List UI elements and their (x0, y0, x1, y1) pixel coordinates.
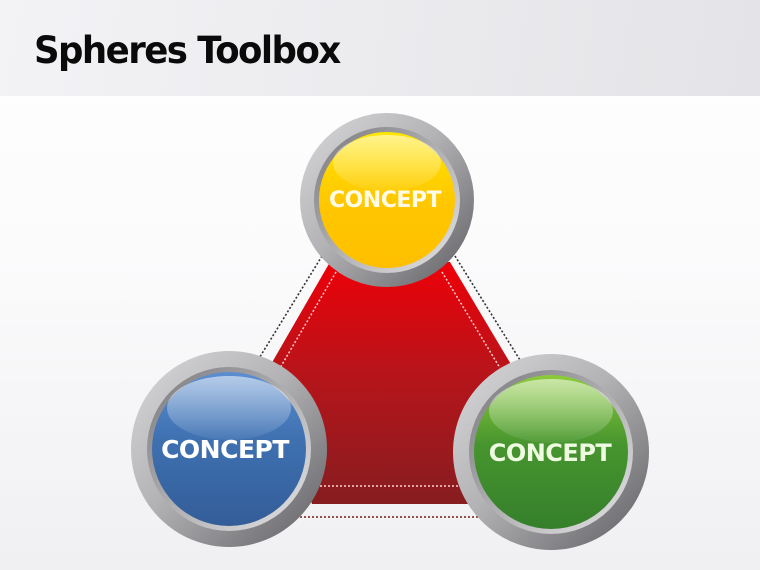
sphere-bottom-left[interactable]: CONCEPT (131, 351, 327, 547)
gloss-highlight (333, 135, 441, 191)
sphere-bottom-left-label: CONCEPT (161, 435, 289, 464)
title-band: Spheres Toolbox (0, 0, 760, 96)
sphere-bottom-right-label: CONCEPT (489, 439, 613, 467)
sphere-top[interactable]: CONCEPT (300, 113, 474, 287)
page-title: Spheres Toolbox (34, 29, 341, 72)
outer-dotted-outline (257, 255, 521, 518)
sphere-top-label: CONCEPT (329, 188, 442, 213)
sphere-bottom-right[interactable]: CONCEPT (453, 354, 649, 550)
center-triangle (270, 262, 512, 504)
gloss-highlight (489, 379, 613, 443)
gloss-highlight (167, 376, 291, 440)
